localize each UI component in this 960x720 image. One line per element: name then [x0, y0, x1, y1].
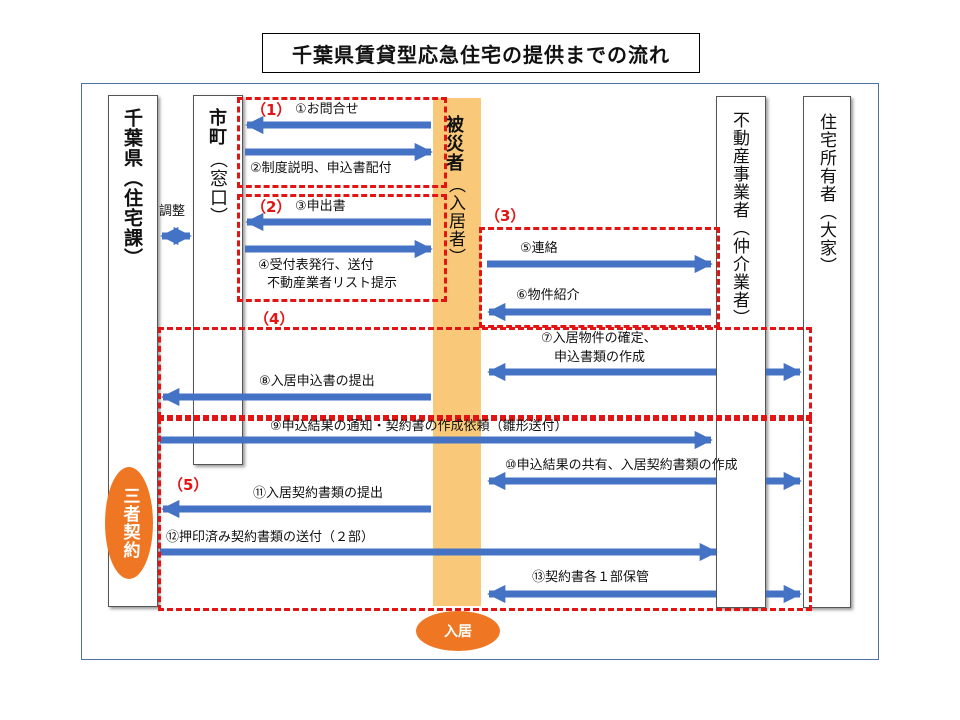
step-4-label-line2: 不動産業者リスト提示 [267, 276, 398, 291]
section-label-1: （1） [251, 101, 292, 119]
lane-victim-sub-wrap: （入居者） [445, 176, 465, 266]
lane-victim-sub-label: （入居者） [445, 176, 465, 266]
coordination-label: 調整 [159, 204, 186, 219]
step-2-label: ②制度説明、申込書配付 [250, 161, 392, 176]
section-label-4: （4） [254, 310, 295, 328]
lane-victim-label: 被災者 [443, 115, 464, 172]
step-12-label: ⑫押印済み契約書類の送付（２部） [166, 530, 375, 545]
step-1-label: ①お問合せ [295, 102, 359, 117]
three-party-contract-label: 三者契約 [119, 487, 140, 559]
step-7-label-line2: 申込書類の作成 [554, 350, 646, 365]
lane-real-estate-agent: 不動産事業者（仲介業者） [716, 96, 766, 608]
section-label-3: （3） [485, 207, 526, 225]
step-3-label: ③申出書 [295, 199, 346, 214]
section-label-2: （2） [251, 198, 292, 216]
step-4-label-line1: ④受付表発行、送付 [258, 258, 374, 273]
step-13-label: ⑬契約書各１部保管 [532, 570, 650, 585]
lane-city: 市町 （窓口） [193, 95, 243, 465]
step-6-label: ⑥物件紹介 [516, 288, 580, 303]
step-7-label-line1: ⑦入居物件の確定、 [541, 331, 657, 346]
three-party-contract-oval: 三者契約 [105, 467, 153, 579]
page-title: 千葉県賃貸型応急住宅の提供までの流れ [262, 33, 700, 73]
victim-lane-bar [433, 98, 481, 606]
lane-house-owner-label: 住宅所有者（大家） [816, 113, 836, 275]
section-label-5: （5） [168, 476, 209, 494]
step-11-label: ⑪入居契約書類の提出 [253, 486, 384, 501]
step-8-label: ⑧入居申込書の提出 [259, 374, 375, 389]
move-in-oval: 入居 [416, 611, 500, 651]
lane-city-sub-label: （窓口） [207, 150, 228, 226]
step-9-label: ⑨申込結果の通知・契約書の作成依頼（雛形送付） [270, 419, 568, 434]
lane-chiba-prefecture-label: 千葉県（住宅課） [121, 108, 143, 268]
lane-victim-label-wrap: 被災者 [443, 115, 464, 172]
move-in-label: 入居 [444, 624, 472, 640]
lane-real-estate-agent-label: 不動産事業者（仲介業者） [729, 111, 749, 327]
step-10-label: ⑩申込結果の共有、入居契約書類の作成 [505, 458, 738, 473]
lane-city-label: 市町 [206, 108, 227, 146]
step-5-label: ⑤連絡 [520, 241, 558, 256]
